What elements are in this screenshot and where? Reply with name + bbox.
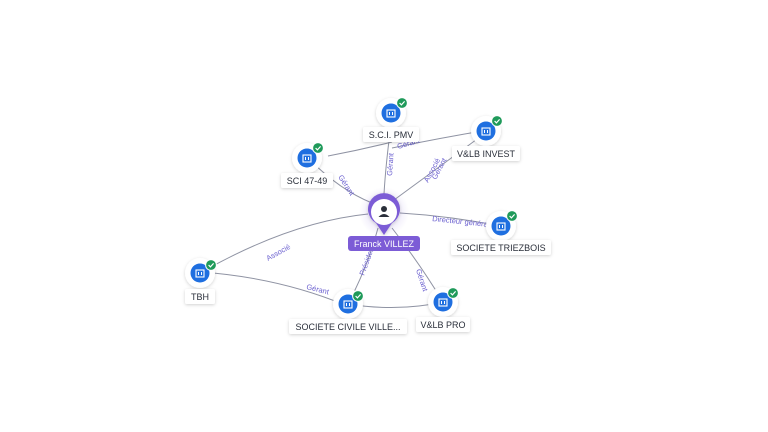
node-label-box xyxy=(451,240,551,255)
node-label-box xyxy=(281,173,333,188)
node-label-box xyxy=(185,289,215,304)
building-icon xyxy=(302,154,312,163)
edge-gerant-triezbois[interactable]: Directeur général xyxy=(399,212,501,229)
edge-label: Associé xyxy=(265,242,292,263)
company-name: V&LB PRO xyxy=(420,320,465,330)
company-node-sci-pmv[interactable]: S.C.I. PMV xyxy=(363,97,419,142)
company-name: SOCIETE CIVILE VILLE... xyxy=(295,322,400,332)
center-name-badge xyxy=(348,236,420,251)
company-node-vlb-invest[interactable]: V&LB INVEST xyxy=(452,115,520,161)
check-icon xyxy=(396,97,408,109)
edge-label: Directeur général xyxy=(432,214,490,229)
edge-sci47-sci-pmv xyxy=(327,141,393,157)
check-icon xyxy=(312,142,324,154)
company-node-societe-triezbois[interactable]: SOCIETE TRIEZBOIS xyxy=(451,210,551,255)
building-icon xyxy=(343,300,353,309)
check-icon xyxy=(491,115,503,127)
company-name: S.C.I. PMV xyxy=(369,130,414,140)
building-icon xyxy=(386,109,396,118)
building-icon xyxy=(481,127,491,136)
node-label-box xyxy=(452,146,520,161)
company-name: V&LB INVEST xyxy=(457,149,516,159)
edge-label: Gérant xyxy=(414,268,430,293)
company-node-vlb-pro[interactable]: V&LB PRO xyxy=(416,287,470,332)
company-name: TBH xyxy=(191,292,209,302)
center-person-node[interactable]: Franck VILLEZ xyxy=(348,187,420,251)
check-icon xyxy=(352,290,364,302)
check-icon xyxy=(205,259,217,271)
company-node-tbh[interactable]: TBH xyxy=(185,258,217,304)
building-icon xyxy=(438,298,448,307)
company-name: SCI 47-49 xyxy=(287,176,328,186)
check-icon xyxy=(506,210,518,222)
edge-label: Gérant xyxy=(385,152,396,176)
node-label-box xyxy=(289,319,407,334)
company-name: SOCIETE TRIEZBOIS xyxy=(456,243,545,253)
company-node-societe-civile-ville[interactable]: SOCIETE CIVILE VILLE... xyxy=(289,289,407,334)
person-icon xyxy=(378,206,390,217)
edge-directeur-tbh[interactable]: Associé xyxy=(201,213,369,273)
building-icon xyxy=(496,222,506,231)
edge-president-tbh[interactable]: Gérant xyxy=(201,271,346,306)
check-icon xyxy=(447,287,459,299)
node-label-box xyxy=(416,317,470,332)
building-icon xyxy=(195,269,205,278)
company-node-sci-47-49[interactable]: SCI 47-49 xyxy=(281,142,333,188)
node-label-box xyxy=(363,127,419,142)
center-name: Franck VILLEZ xyxy=(354,239,415,249)
